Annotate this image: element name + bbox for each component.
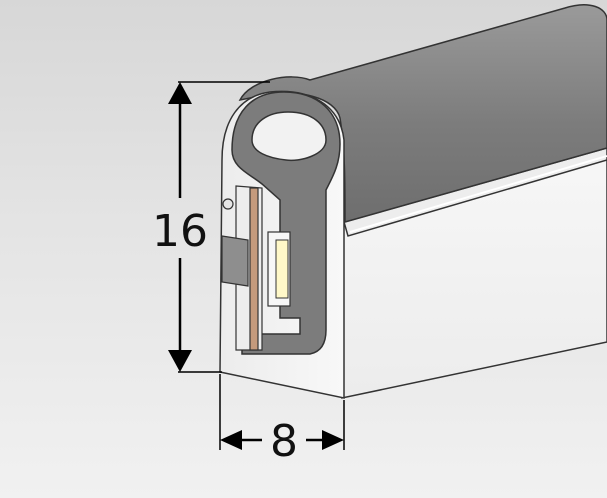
width-arrow-right [322,430,344,450]
diffuser-cap-top [238,4,607,223]
width-dimension-label: 8 [270,416,298,467]
cap-hollow-channel [251,111,327,162]
pcb-strip [249,187,259,351]
led-emitter [275,239,289,299]
side-clip [221,235,249,287]
housing-notch [222,198,234,210]
height-arrow-up [168,82,192,104]
width-arrow-left [220,430,242,450]
ridge-highlight [349,155,607,233]
height-dimension-label: 16 [152,206,208,257]
height-arrow-down [168,350,192,372]
cap-cross-section [231,91,341,355]
